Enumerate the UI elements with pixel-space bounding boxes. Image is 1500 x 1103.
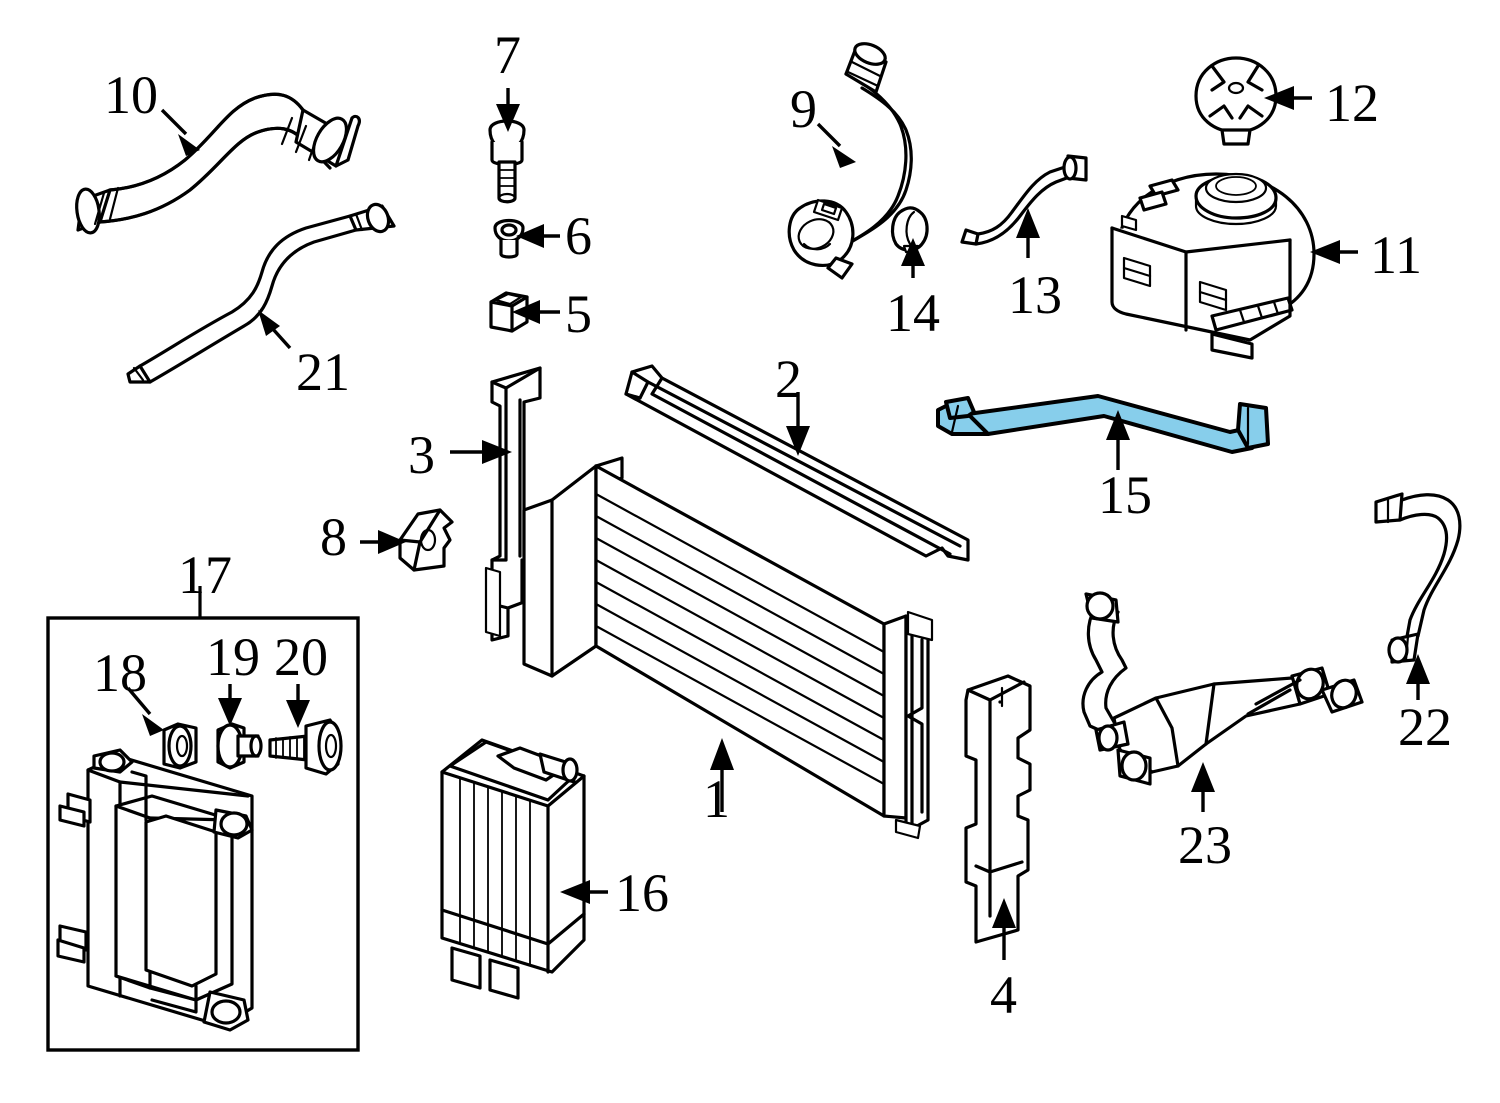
callout-label-17: 17 <box>178 545 232 605</box>
part-17-group-box <box>46 616 360 1052</box>
callout-label-23: 23 <box>1178 815 1232 875</box>
arrow-23 <box>1191 762 1215 812</box>
callout-label-4: 4 <box>990 965 1017 1025</box>
part-11-coolant-expansion-tank <box>1110 172 1316 360</box>
callout-label-16: 16 <box>615 863 669 923</box>
arrow-2 <box>786 392 810 456</box>
arrow-6 <box>516 224 560 248</box>
arrow-16 <box>560 880 608 904</box>
callout-label-13: 13 <box>1008 265 1062 325</box>
part-4-right-air-guide <box>964 674 1032 944</box>
part-17-cooling-module-assembly <box>56 748 254 1032</box>
arrow-5 <box>512 300 560 324</box>
part-15-coolant-pipe-highlighted <box>936 394 1270 454</box>
callout-label-11: 11 <box>1370 225 1422 285</box>
arrow-7 <box>496 88 520 132</box>
callout-label-6: 6 <box>565 206 592 266</box>
callout-label-9: 9 <box>790 79 817 139</box>
part-1-radiator <box>522 456 934 840</box>
callout-label-20: 20 <box>274 627 328 687</box>
part-21-coolant-line <box>126 202 396 384</box>
part-5-rubber-mount-grommet <box>489 291 529 333</box>
part-10-radiator-hose <box>75 92 361 235</box>
part-14-hose-clamp <box>890 206 929 254</box>
arrow-3 <box>450 440 512 464</box>
part-9-coolant-hose-upper <box>787 42 913 280</box>
arrow-22 <box>1406 654 1430 700</box>
part-19-mounting-stud <box>216 722 263 770</box>
callout-label-5: 5 <box>565 284 592 344</box>
part-12-expansion-tank-cap <box>1194 56 1278 146</box>
arrow-10 <box>160 108 200 156</box>
callout-label-15: 15 <box>1098 465 1152 525</box>
callout-label-22: 22 <box>1398 697 1452 757</box>
arrow-19 <box>218 684 242 726</box>
arrow-9 <box>816 122 856 168</box>
part-6-rubber-bushing <box>493 218 525 259</box>
part-18-rubber-damper <box>162 722 198 770</box>
callout-label-12: 12 <box>1325 73 1379 133</box>
part-2-upper-air-duct <box>624 364 970 562</box>
part-23-coolant-hose-assembly <box>1081 591 1364 786</box>
callout-label-19: 19 <box>206 627 260 687</box>
part-7-mounting-pin <box>488 119 526 204</box>
callout-label-8: 8 <box>320 507 347 567</box>
callout-label-14: 14 <box>886 283 940 343</box>
callout-label-18: 18 <box>93 643 147 703</box>
arrow-8 <box>360 530 406 554</box>
callout-label-10: 10 <box>104 65 158 125</box>
arrow-4 <box>992 898 1016 960</box>
arrow-14 <box>901 238 925 278</box>
arrow-13 <box>1016 208 1040 258</box>
arrow-20 <box>286 684 310 728</box>
part-8-bracket-clip <box>398 508 454 572</box>
part-13-vent-hose <box>960 154 1088 246</box>
arrow-18 <box>126 686 164 736</box>
callout-label-1: 1 <box>703 769 730 829</box>
arrow-1 <box>710 738 734 812</box>
callout-label-7: 7 <box>494 25 521 85</box>
callout-label-2: 2 <box>775 349 802 409</box>
part-20-torx-screw <box>268 718 343 776</box>
arrow-15 <box>1106 410 1130 470</box>
arrow-11 <box>1310 240 1358 264</box>
arrow-21 <box>258 310 292 350</box>
part-16-auxiliary-radiator <box>440 738 586 1000</box>
part-22-coolant-hose-right <box>1374 492 1462 664</box>
arrow-12 <box>1264 86 1312 110</box>
callout-label-21: 21 <box>296 342 350 402</box>
callout-label-3: 3 <box>408 425 435 485</box>
